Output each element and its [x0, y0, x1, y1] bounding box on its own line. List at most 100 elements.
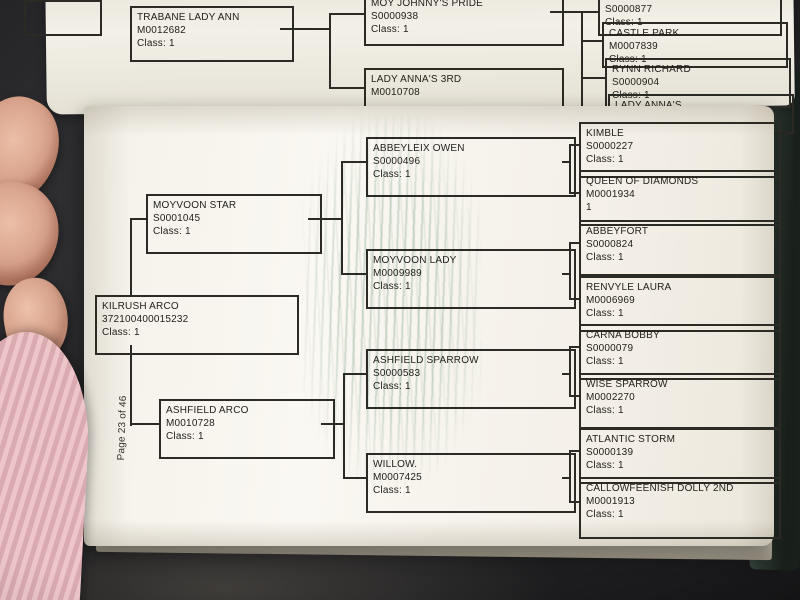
animal-id: S0000877 — [605, 4, 653, 15]
animal-name: CASTLE PARK — [609, 28, 680, 39]
connector-line — [569, 450, 571, 503]
connector-line — [341, 161, 343, 275]
connector-line — [569, 346, 579, 348]
animal-id: M0010728 — [166, 418, 215, 429]
pedigree-box: ASHFIELD SPARROW S0000583 Class: 1 — [366, 349, 576, 409]
pedigree-box: ABBEYFORT S0000824 Class: 1 — [579, 220, 781, 276]
animal-name: LADY ANNA'S — [615, 99, 787, 112]
animal-class: Class: 1 — [137, 38, 175, 49]
connector-line — [329, 87, 364, 89]
pedigree-box: ABBEYLEIX OWEN S0000496 Class: 1 — [366, 137, 576, 197]
connector-line — [343, 373, 345, 479]
pedigree-box-root: KILRUSH ARCO 372100400015232 Class: 1 — [95, 295, 299, 355]
connector-line — [308, 218, 343, 220]
animal-name: WILLOW. — [373, 459, 418, 470]
connector-line — [343, 477, 366, 479]
connector-line — [562, 373, 571, 375]
connector-line — [130, 219, 132, 297]
connector-line — [130, 423, 159, 425]
pedigree-page — [84, 106, 774, 546]
animal-id: M0009989 — [373, 268, 422, 279]
pedigree-box: QUEEN OF DIAMONDS M0001934 1 — [579, 170, 781, 226]
animal-id: 372100400015232 — [102, 314, 189, 325]
animal-name: LADY ANNA'S 3RD — [371, 74, 462, 85]
partial-box — [24, 0, 102, 36]
animal-id: M0001934 — [586, 189, 635, 200]
pedigree-box: ASHFIELD ARCO M0010728 Class: 1 — [159, 399, 335, 459]
connector-line — [321, 423, 345, 425]
security-watermark — [302, 115, 482, 515]
connector-line — [280, 28, 330, 30]
animal-class: 1 — [586, 202, 592, 213]
animal-class: Class: 1 — [153, 226, 191, 237]
animal-class: Class: 1 — [586, 460, 624, 471]
animal-id: M0007425 — [373, 472, 422, 483]
animal-id: M0002270 — [586, 392, 635, 403]
animal-name: ABBEYFORT — [586, 226, 649, 237]
animal-id: S0000496 — [373, 156, 421, 167]
connector-line — [581, 11, 583, 111]
pedigree-box: CALLOWFEENISH DOLLY 2ND M0001913 Class: … — [579, 477, 781, 539]
animal-name: CARNA BOBBY — [586, 330, 660, 341]
animal-name: CALLOWFEENISH DOLLY 2ND — [586, 483, 734, 494]
connector-line — [550, 11, 598, 13]
connector-line — [569, 395, 579, 397]
animal-class: Class: 1 — [586, 308, 624, 319]
connector-line — [341, 161, 366, 163]
pedigree-box: MOYVOON STAR S0001045 Class: 1 — [146, 194, 322, 254]
animal-name: TRABANE LADY ANN — [137, 12, 240, 23]
animal-class: Class: 1 — [586, 356, 624, 367]
connector-line — [343, 373, 366, 375]
animal-name: RENVYLE LAURA — [586, 282, 672, 293]
animal-id: S0000824 — [586, 239, 634, 250]
animal-name: ABBEYLEIX OWEN — [373, 143, 465, 154]
animal-id: M0010708 — [371, 87, 420, 98]
connector-line — [569, 144, 571, 194]
animal-class: Class: 1 — [166, 431, 204, 442]
pedigree-box: MOYVOON LADY M0009989 Class: 1 — [366, 249, 576, 309]
connector-line — [581, 77, 605, 79]
connector-line — [562, 161, 571, 163]
animal-name: ASHFIELD ARCO — [166, 405, 249, 416]
connector-line — [569, 144, 579, 146]
animal-id: S0000227 — [586, 141, 634, 152]
animal-name: WISE SPARROW — [586, 379, 668, 390]
animal-class: Class: 1 — [102, 327, 140, 338]
pedigree-box: CARNA BOBBY S0000079 Class: 1 — [579, 324, 781, 380]
animal-id: S0000139 — [586, 447, 634, 458]
connector-line — [130, 218, 146, 220]
animal-class: Class: 1 — [586, 154, 624, 165]
connector-line — [569, 450, 579, 452]
connector-line — [581, 40, 602, 42]
animal-id: S0000079 — [586, 343, 634, 354]
animal-class: Class: 1 — [586, 405, 624, 416]
connector-line — [562, 477, 571, 479]
animal-id: M0007839 — [609, 41, 658, 52]
animal-id: M0006969 — [586, 295, 635, 306]
animal-class: Class: 1 — [373, 169, 411, 180]
connector-line — [569, 501, 579, 503]
connector-line — [341, 273, 366, 275]
connector-line — [569, 192, 579, 194]
animal-class: Class: 1 — [373, 381, 411, 392]
connector-line — [569, 242, 571, 300]
animal-class: Class: 1 — [371, 24, 409, 35]
connector-line — [569, 242, 579, 244]
animal-class: Class: 1 — [586, 509, 624, 520]
animal-name: QUEEN OF DIAMONDS — [586, 176, 699, 187]
animal-id: M0001913 — [586, 496, 635, 507]
animal-id: S0001045 — [153, 213, 201, 224]
pedigree-box: MOY JOHNNY'S PRIDE S0000938 Class: 1 — [364, 0, 564, 46]
animal-name: RYNN RICHARD — [612, 64, 691, 75]
animal-name: MOYVOON STAR — [153, 200, 237, 211]
animal-name: KILRUSH ARCO — [102, 301, 179, 312]
animal-class: Class: 1 — [373, 281, 411, 292]
animal-name: MOYVOON LADY — [373, 255, 457, 266]
pedigree-box: KIMBLE S0000227 Class: 1 — [579, 122, 781, 178]
animal-class: Class: 1 — [373, 485, 411, 496]
connector-line — [569, 346, 571, 397]
animal-name: ATLANTIC STORM — [586, 434, 676, 445]
